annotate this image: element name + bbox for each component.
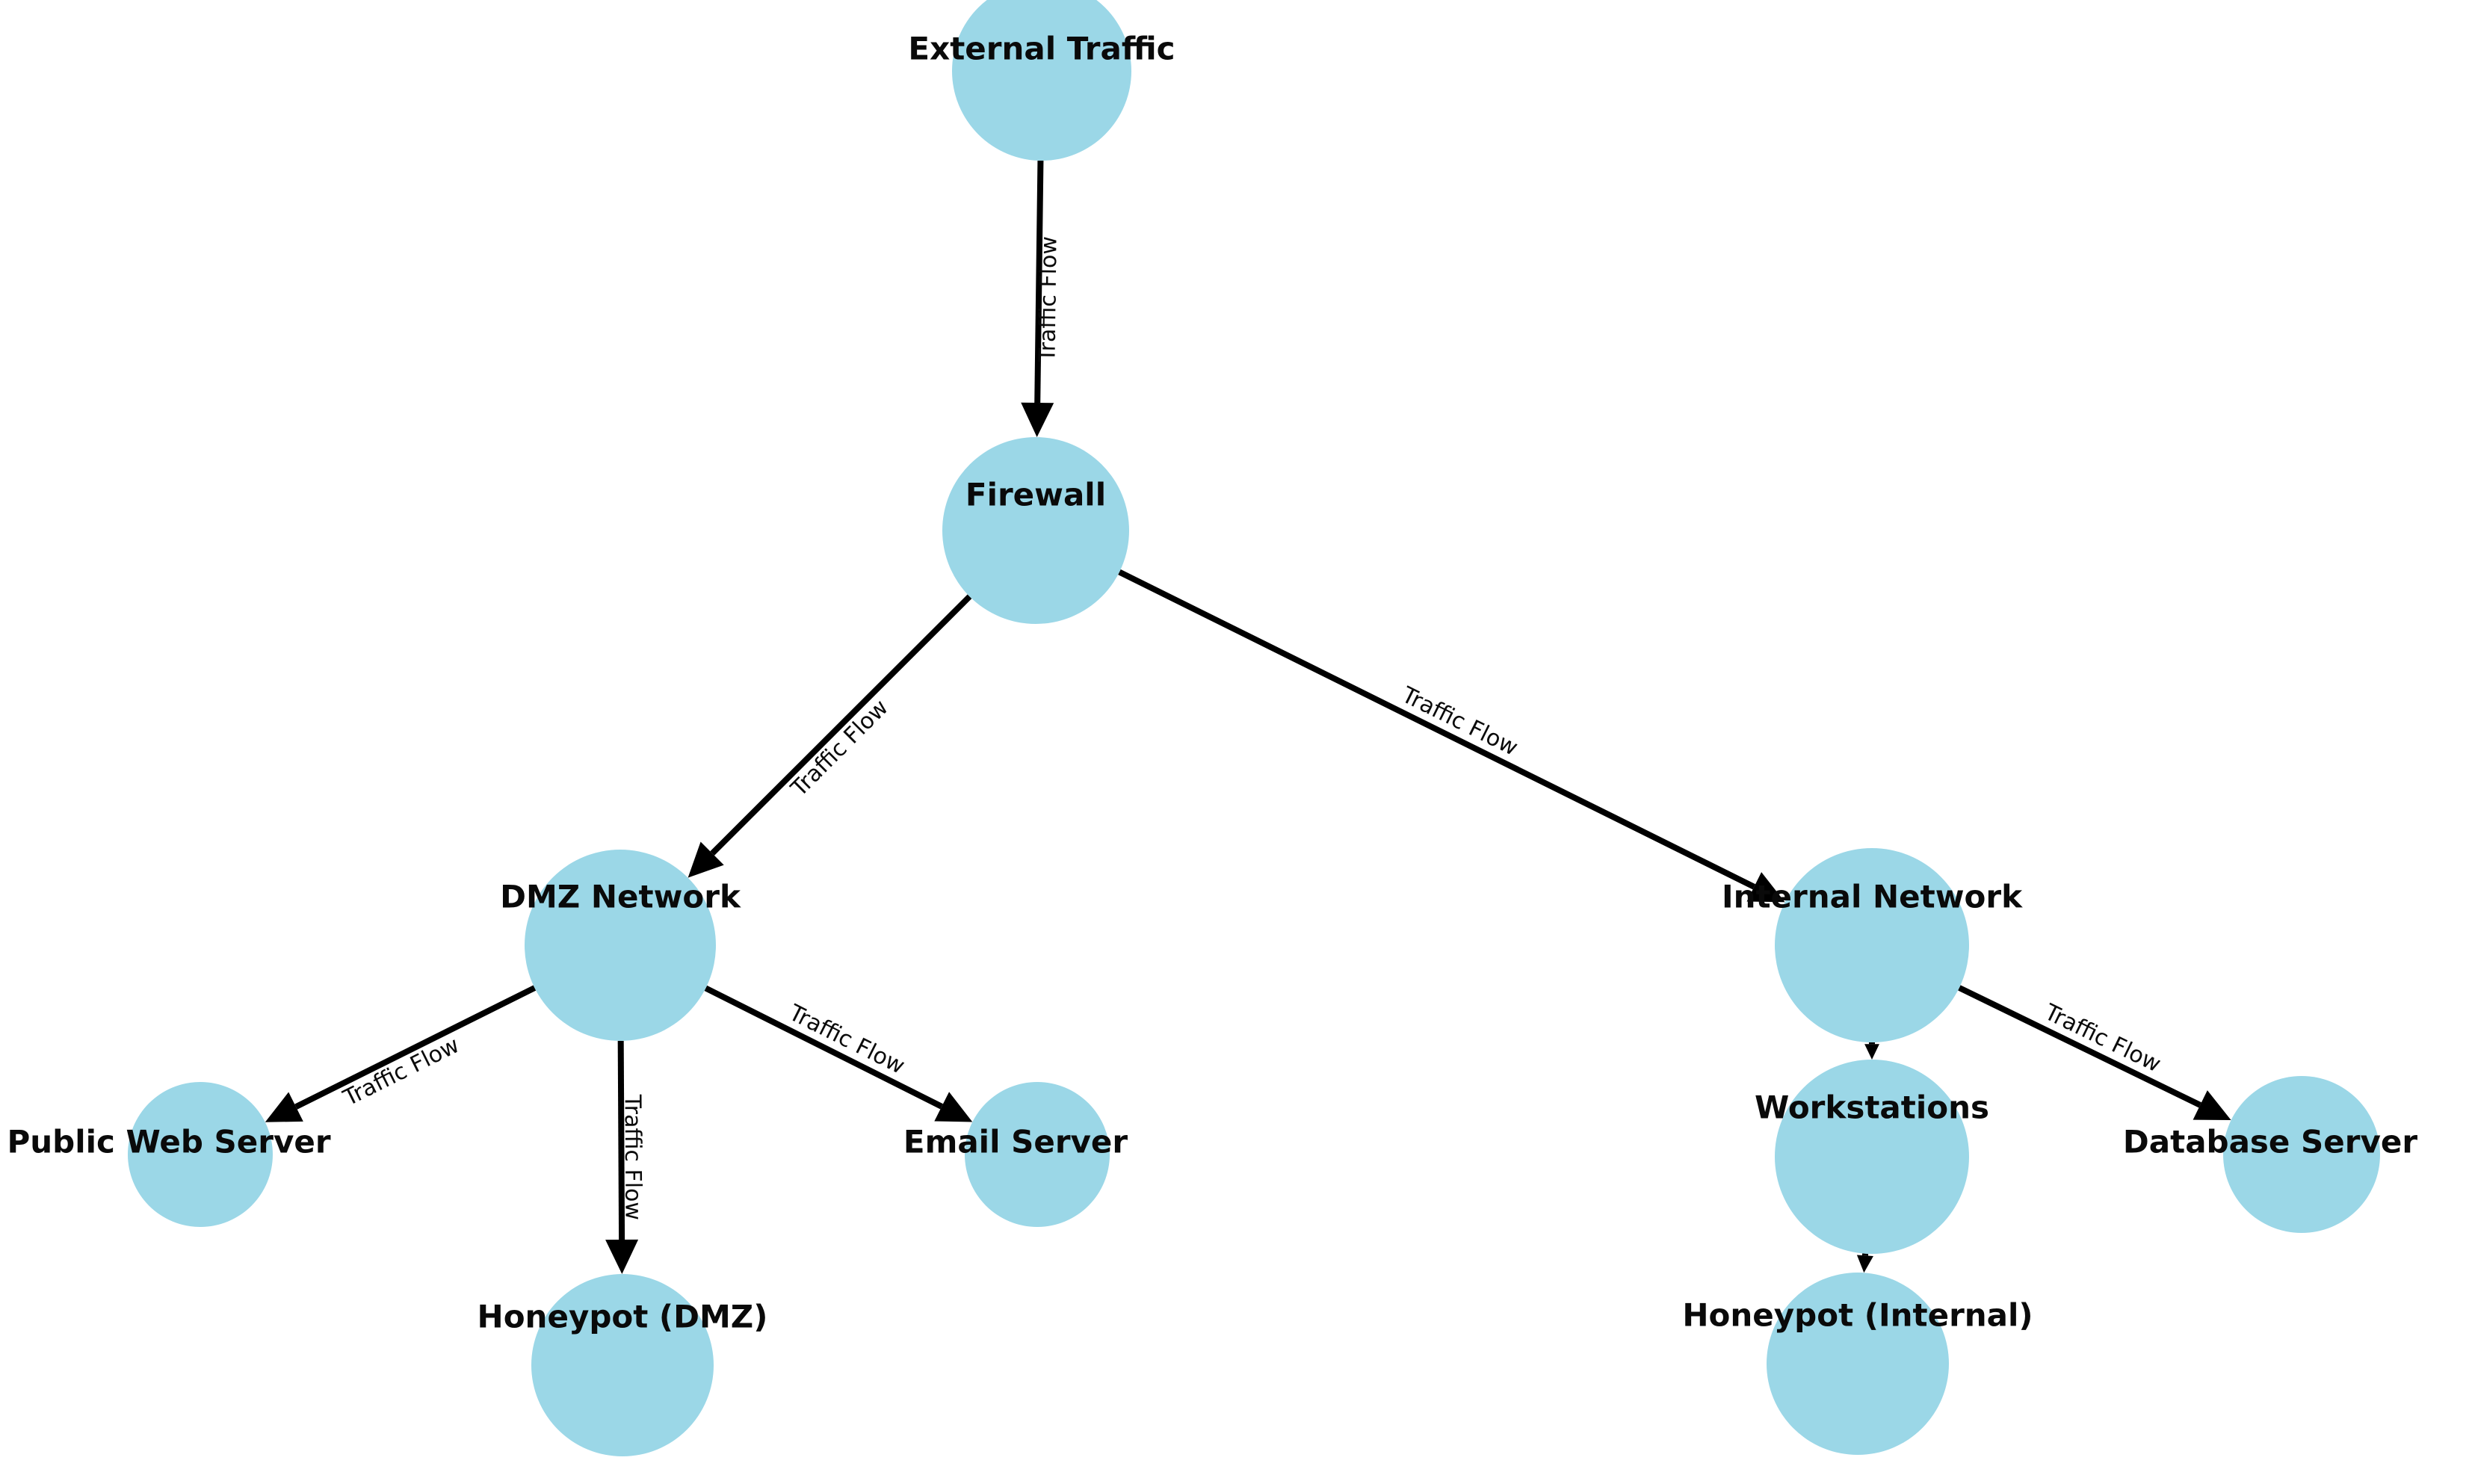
node-label: Database Server: [2123, 1124, 2417, 1160]
edge-firewall-to-internal-network: [1118, 569, 1785, 903]
node-circle[interactable]: [128, 1082, 273, 1227]
node-database-server[interactable]: Database Server: [2123, 1076, 2417, 1233]
node-label: Honeypot (Internal): [1682, 1297, 2033, 1334]
edge-external-traffic-to-firewall: [1021, 160, 1054, 438]
arrowhead-icon: [934, 1092, 973, 1122]
node-label: Public Web Server: [7, 1124, 330, 1160]
node-honeypot-internal[interactable]: Honeypot (Internal): [1682, 1273, 2033, 1455]
node-label: Internal Network: [1722, 879, 2023, 915]
edge-line: [704, 985, 943, 1110]
arrowhead-icon: [1021, 402, 1054, 438]
edge-label: Traffic Flow: [619, 1094, 646, 1220]
edge-workstations-to-honeypot-internal: [1856, 1253, 1873, 1273]
edge-line: [1034, 160, 1044, 404]
node-circle[interactable]: [1775, 1060, 1969, 1254]
node-circle[interactable]: [1767, 1273, 1949, 1455]
node-internal-network[interactable]: Internal Network: [1722, 848, 2023, 1042]
arrowhead-icon: [605, 1239, 639, 1275]
node-label: DMZ Network: [500, 879, 741, 915]
node-public-web-server[interactable]: Public Web Server: [7, 1082, 331, 1227]
edge-firewall-to-dmz-network: [687, 594, 972, 878]
arrowhead-icon: [1746, 872, 1785, 903]
node-firewall[interactable]: Firewall: [942, 437, 1129, 624]
node-circle[interactable]: [952, 0, 1131, 161]
edge-line: [617, 1040, 625, 1240]
node-label: Honeypot (DMZ): [478, 1299, 768, 1335]
edge-dmz-network-to-email-server: [704, 985, 973, 1122]
node-circle[interactable]: [525, 850, 716, 1041]
edge-internal-network-to-database-server: [1958, 985, 2231, 1121]
edge-label: Traffic Flow: [339, 1032, 463, 1112]
node-external-traffic[interactable]: External Traffic: [908, 0, 1175, 161]
node-label: Email Server: [903, 1124, 1128, 1160]
node-circle[interactable]: [2223, 1076, 2380, 1233]
edge-label: Traffic Flow: [785, 695, 893, 803]
node-circle[interactable]: [965, 1082, 1110, 1227]
edge-label: Traffic Flow: [1034, 236, 1062, 363]
node-circle[interactable]: [531, 1274, 714, 1456]
node-circle[interactable]: [1775, 848, 1969, 1042]
arrowhead-icon: [265, 1092, 303, 1122]
edge-dmz-network-to-honeypot-dmz: [605, 1040, 639, 1275]
edges-layer: [265, 160, 2231, 1275]
edge-internal-network-to-workstations: [1864, 1042, 1879, 1060]
node-circle[interactable]: [942, 437, 1129, 624]
node-label: Workstations: [1755, 1089, 1989, 1126]
edge-line: [294, 985, 537, 1110]
node-workstations[interactable]: Workstations: [1755, 1060, 1989, 1254]
arrowhead-icon: [1864, 1044, 1879, 1060]
edge-dmz-network-to-public-web-server: [265, 985, 537, 1122]
edge-line: [1118, 569, 1756, 890]
edge-line: [710, 594, 972, 856]
node-label: Firewall: [965, 477, 1106, 513]
arrowhead-icon: [1856, 1255, 1873, 1273]
node-dmz-network[interactable]: DMZ Network: [500, 850, 741, 1041]
arrowhead-icon: [687, 841, 724, 878]
node-email-server[interactable]: Email Server: [903, 1082, 1128, 1227]
node-honeypot-dmz[interactable]: Honeypot (DMZ): [478, 1274, 768, 1456]
node-label: External Traffic: [908, 31, 1175, 67]
edge-line: [1958, 985, 2201, 1108]
arrowhead-icon: [2193, 1090, 2231, 1121]
